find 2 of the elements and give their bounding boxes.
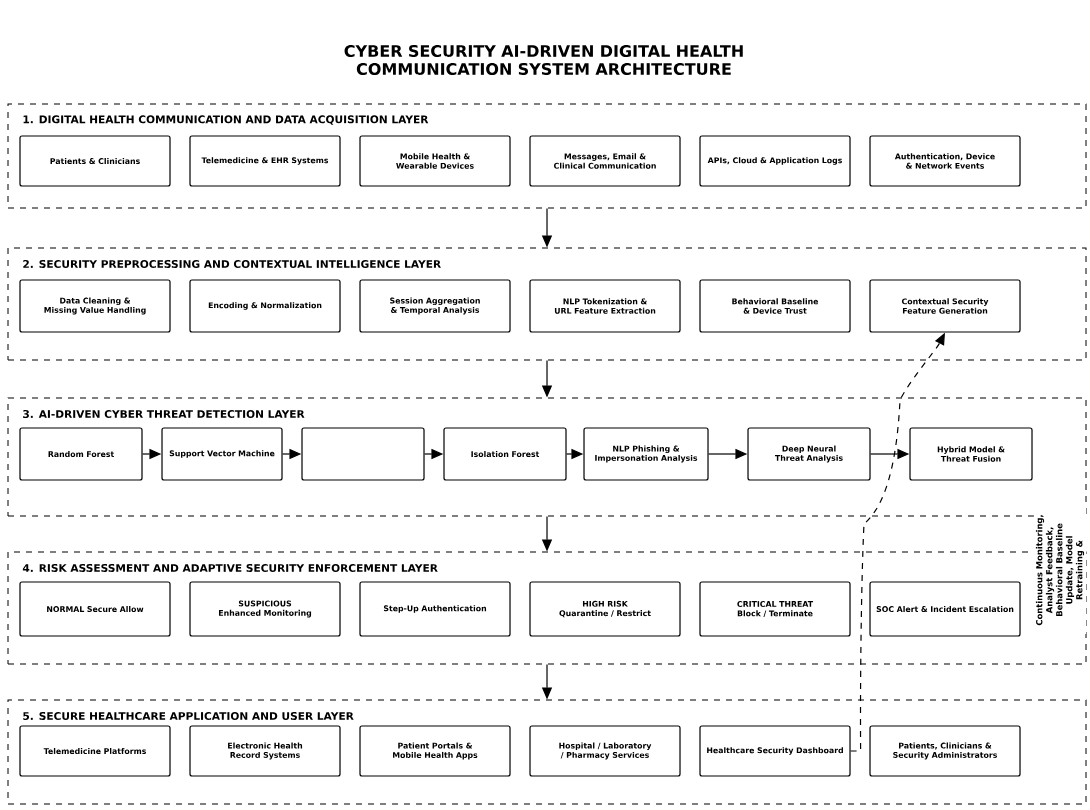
title: CYBER SECURITY AI-DRIVEN DIGITAL HEALTH COMMUNICATION SYSTEM ARCHITECTURE <box>344 44 743 76</box>
process-box <box>301 427 425 481</box>
